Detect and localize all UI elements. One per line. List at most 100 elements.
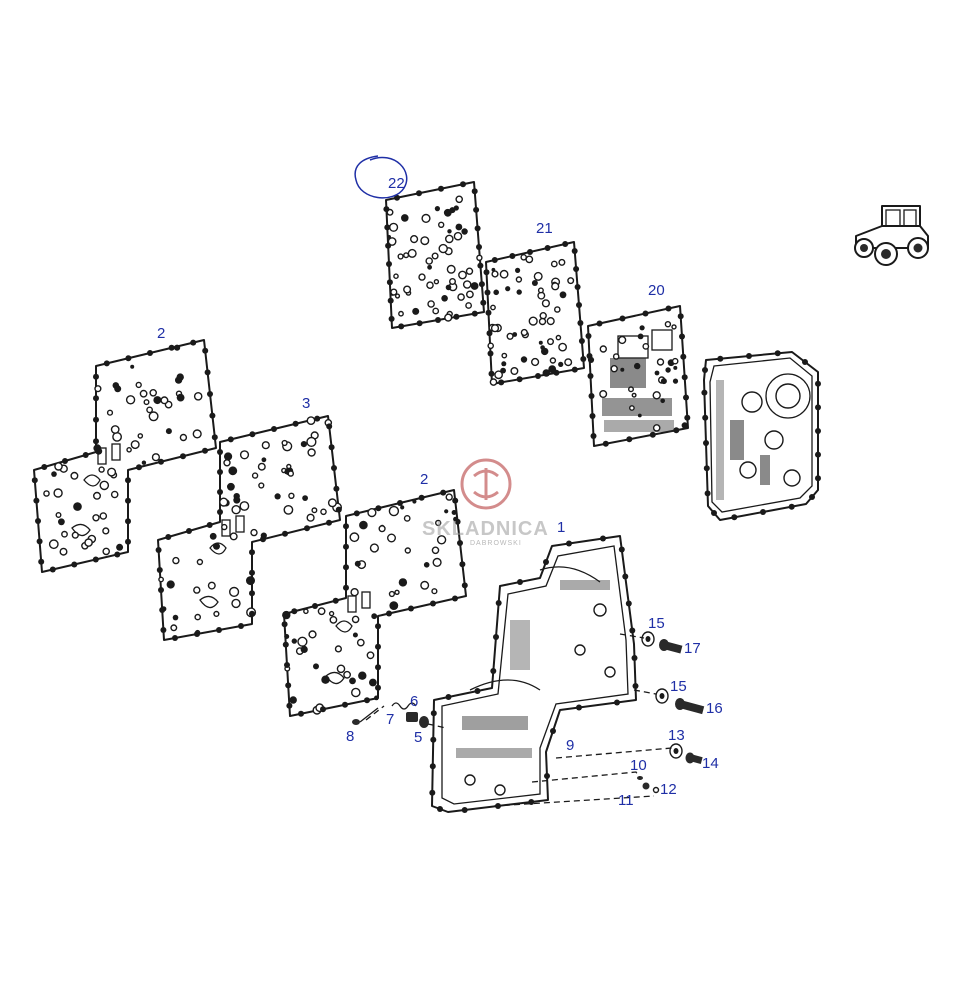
callout-12[interactable]: 12 — [660, 781, 677, 798]
callout-22[interactable]: 22 — [388, 175, 405, 192]
edge-bolt — [788, 503, 795, 510]
edge-bolt — [701, 389, 708, 396]
ball-11[interactable] — [642, 782, 650, 790]
hole — [221, 523, 228, 531]
hole — [300, 441, 307, 448]
hole — [112, 382, 120, 389]
callout-15-upper[interactable]: 15 — [648, 615, 665, 632]
pin-8[interactable] — [352, 707, 379, 725]
gasket-3[interactable] — [155, 415, 342, 641]
hole — [443, 208, 452, 217]
hole — [389, 222, 399, 232]
callout-3[interactable]: 3 — [302, 395, 310, 412]
plug-6[interactable] — [406, 712, 418, 722]
hole — [438, 221, 445, 229]
plate-21[interactable] — [483, 241, 587, 386]
hole — [302, 495, 308, 501]
callout-16[interactable]: 16 — [706, 700, 723, 717]
plug-5[interactable] — [419, 716, 429, 728]
edge-bolt — [430, 736, 437, 743]
ball-12[interactable] — [652, 786, 660, 794]
hole — [172, 556, 180, 565]
callout-17[interactable]: 17 — [684, 640, 701, 657]
hole — [130, 364, 135, 369]
edge-bolt — [679, 333, 685, 340]
callout-10[interactable]: 10 — [630, 757, 647, 774]
spring-7[interactable] — [391, 702, 417, 710]
washer-13[interactable] — [669, 743, 683, 759]
gasket-2-right[interactable] — [281, 489, 468, 717]
bolt-14[interactable] — [685, 752, 703, 765]
callout-13[interactable]: 13 — [668, 727, 685, 744]
hole — [599, 390, 608, 399]
callout-14[interactable]: 14 — [702, 755, 719, 772]
hole — [444, 234, 454, 244]
washer-15-upper[interactable] — [641, 631, 655, 647]
hole — [356, 638, 365, 647]
hole — [48, 539, 59, 550]
edge-bolt — [704, 490, 711, 497]
edge-bolt — [589, 413, 596, 419]
edge-bolt — [586, 353, 593, 359]
callout-2-right[interactable]: 2 — [420, 471, 428, 488]
hole — [491, 267, 496, 272]
hole — [462, 280, 472, 289]
edge-bolt — [477, 262, 484, 269]
hole — [465, 302, 472, 309]
washer-15-lower[interactable] — [655, 688, 669, 704]
callout-8[interactable]: 8 — [346, 728, 354, 745]
callout-11[interactable]: 11 — [618, 792, 634, 809]
main-valve-body-1[interactable] — [429, 535, 639, 814]
hole — [141, 460, 147, 465]
edge-bolt — [282, 641, 289, 648]
callout-21[interactable]: 21 — [536, 220, 553, 237]
callout-5[interactable]: 5 — [414, 729, 422, 746]
hole — [434, 206, 440, 212]
hole — [229, 532, 238, 541]
edge-bolt — [573, 266, 580, 272]
edge-bolt — [677, 313, 684, 320]
hole — [358, 671, 367, 680]
callout-6[interactable]: 6 — [410, 693, 418, 710]
edge-bolt — [673, 427, 680, 434]
callout-2-left[interactable]: 2 — [157, 325, 165, 342]
edge-bolt — [625, 600, 632, 607]
edge-bolt — [125, 538, 131, 545]
callout-9[interactable]: 9 — [566, 737, 574, 754]
hole — [427, 264, 432, 270]
edge-bolt — [416, 320, 423, 327]
valve-housing[interactable] — [701, 350, 821, 521]
edge-bolt — [649, 431, 656, 438]
edge-bolt — [207, 391, 213, 397]
hole — [306, 513, 315, 522]
plate-20[interactable] — [585, 305, 691, 447]
edge-bolt — [125, 477, 131, 484]
callout-15-lower[interactable]: 15 — [670, 678, 687, 695]
hole — [55, 512, 62, 519]
hole — [665, 367, 671, 373]
callout-20[interactable]: 20 — [648, 282, 665, 299]
hole — [174, 344, 181, 351]
hole — [401, 214, 409, 222]
edge-bolt — [386, 610, 392, 617]
edge-bolt — [326, 519, 332, 526]
hole — [393, 273, 399, 280]
callout-7[interactable]: 7 — [386, 711, 394, 728]
edge-bolt — [553, 369, 560, 376]
hole — [350, 588, 359, 597]
edge-bolt — [454, 518, 461, 525]
edge-bolt — [626, 436, 633, 443]
edge-bolt — [703, 440, 709, 446]
edge-bolt — [217, 509, 223, 515]
plate-22[interactable] — [383, 181, 487, 330]
edge-bolt — [160, 627, 167, 633]
edge-bolt — [408, 605, 414, 612]
bolt-17[interactable] — [659, 639, 683, 654]
callout-1[interactable]: 1 — [557, 519, 565, 536]
edge-bolt — [746, 353, 752, 359]
hole — [634, 362, 641, 370]
hole — [599, 345, 607, 353]
hole — [239, 501, 250, 511]
bolt-16[interactable] — [675, 698, 705, 715]
gasket-2-left[interactable] — [31, 339, 218, 573]
